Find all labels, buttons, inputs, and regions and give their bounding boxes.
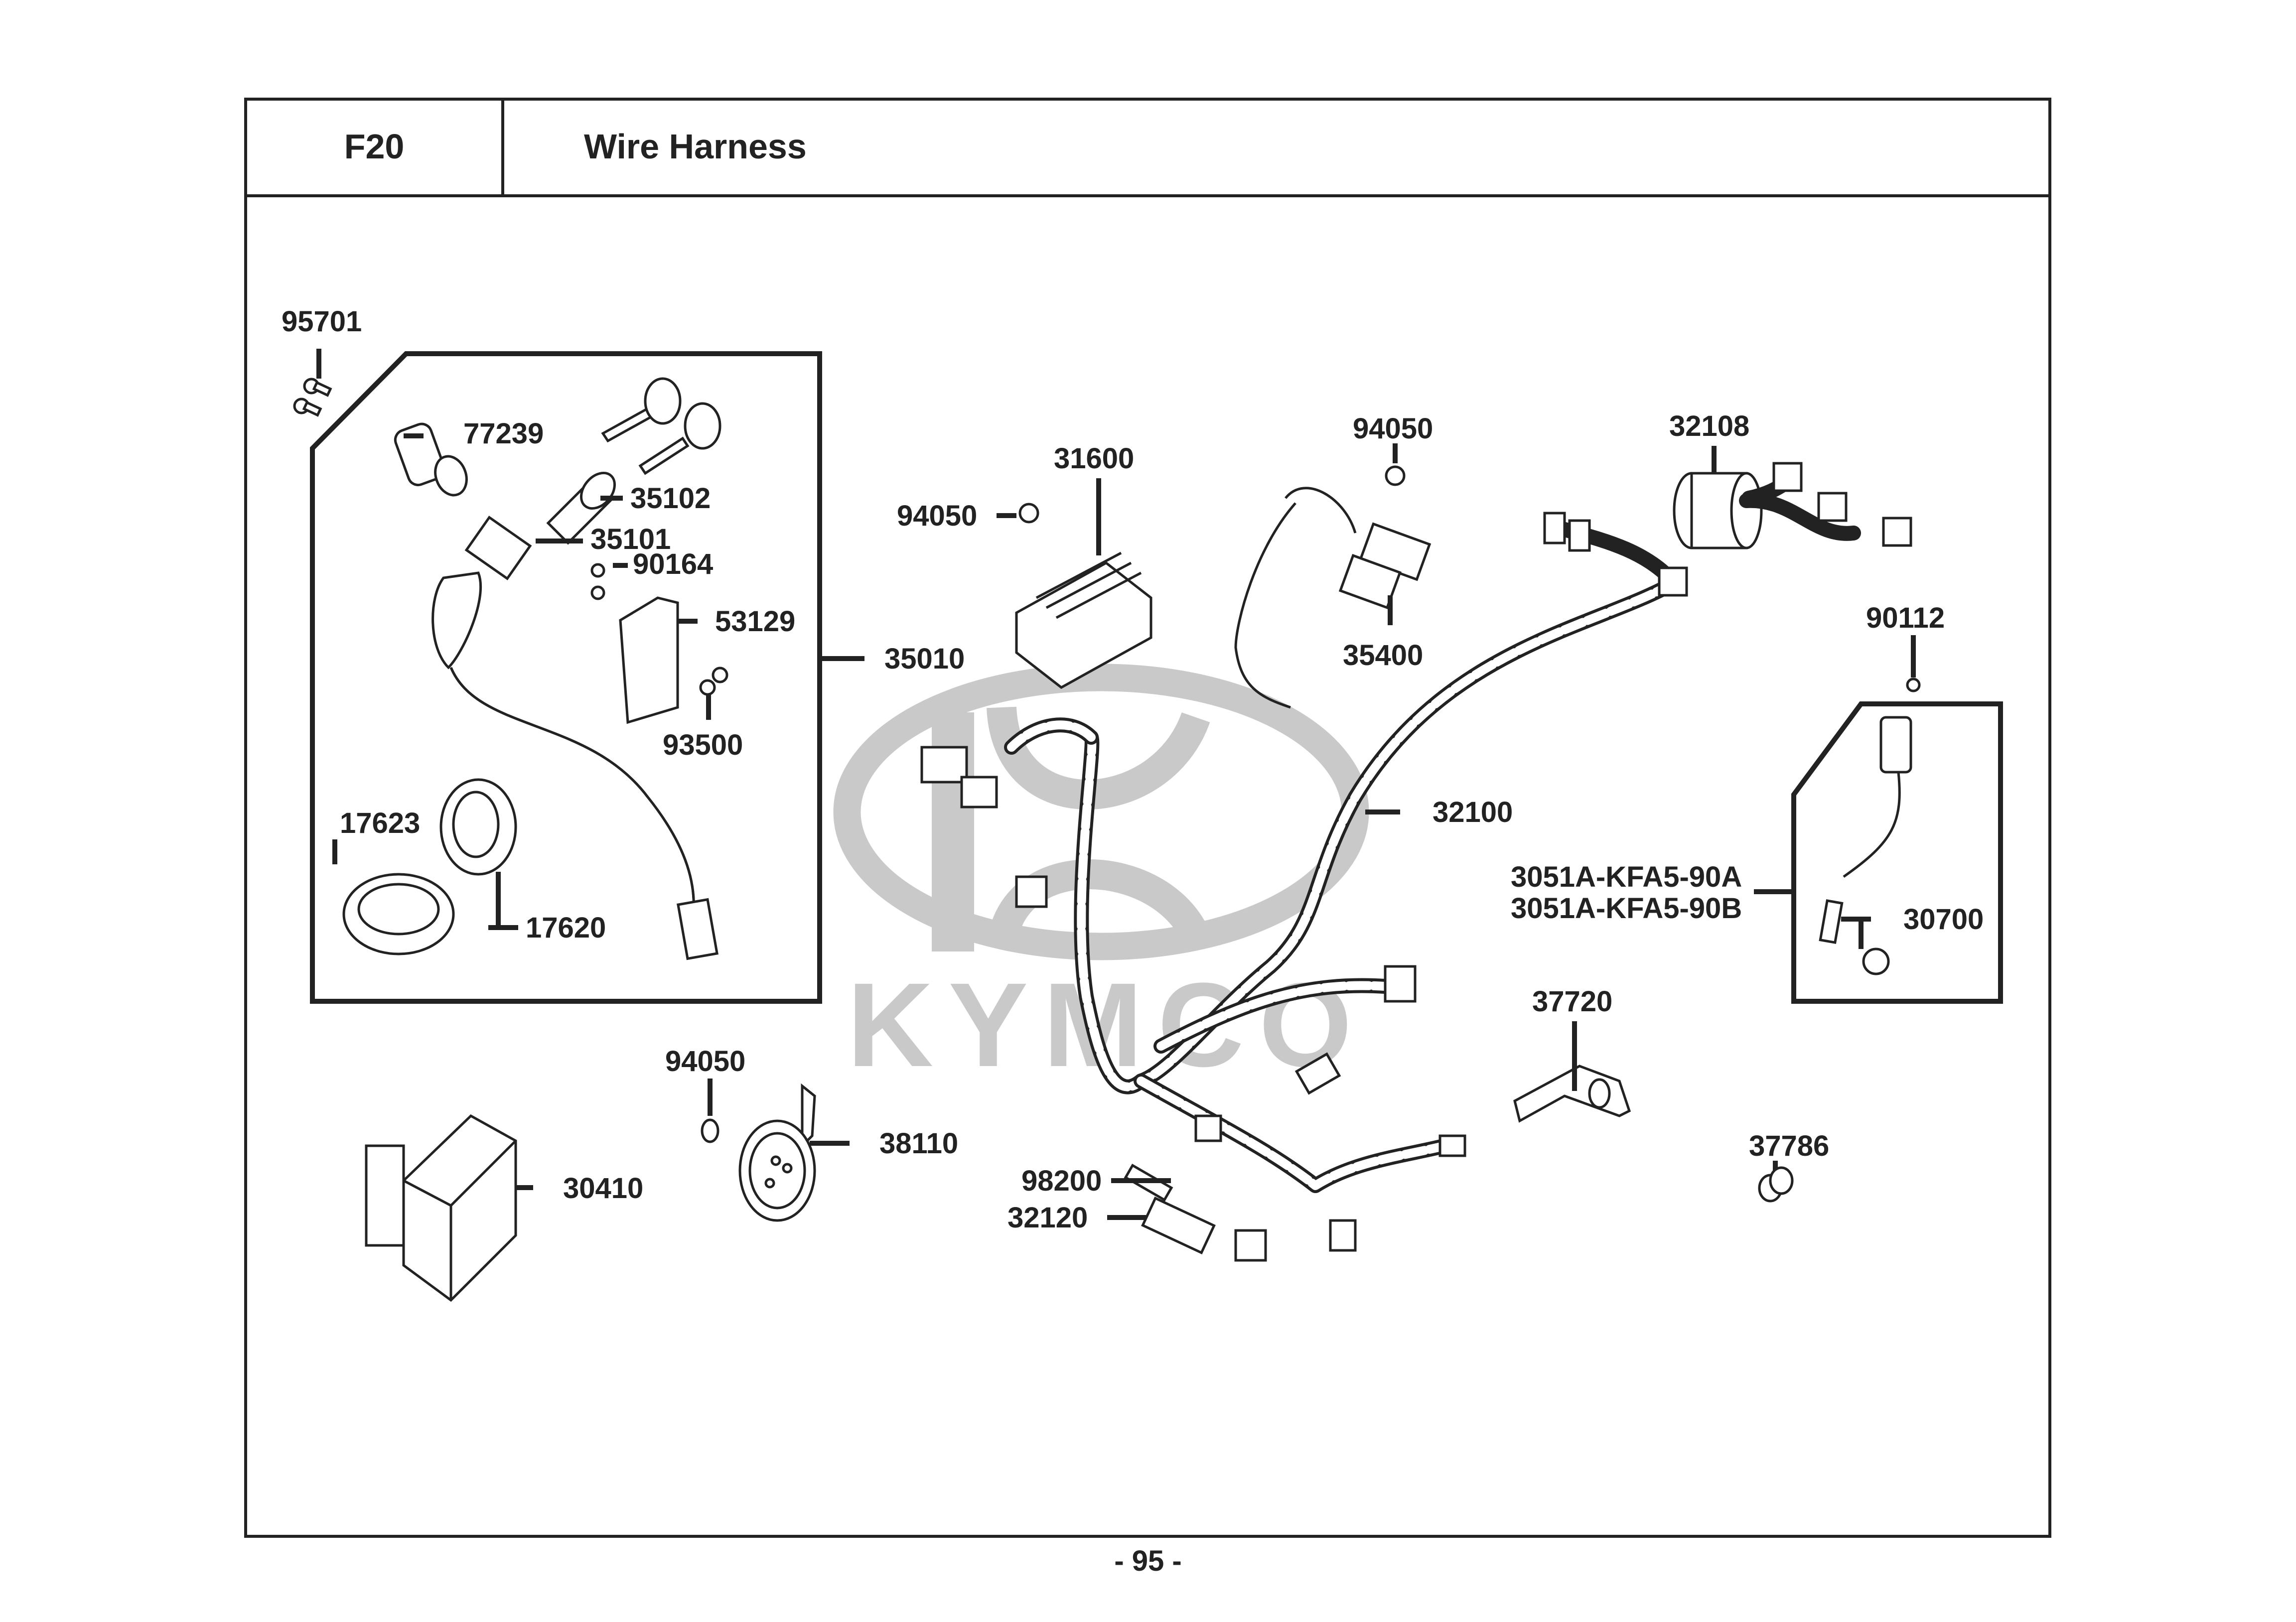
key-set-box [310,351,864,1004]
part-30410 [365,1114,533,1302]
part-keys [601,377,721,475]
label-94050-b: 94050 [1353,412,1433,445]
label-94050-a: 94050 [897,500,977,532]
label-77239: 77239 [463,417,544,450]
part-35400 [1234,443,1432,709]
section-code: F20 [344,127,405,166]
label-37786: 37786 [1749,1130,1829,1162]
label-94050-c: 94050 [665,1045,745,1078]
part-32100-harness [920,575,1682,1262]
label-53129: 53129 [715,605,795,638]
watermark-ellipse [833,664,1369,960]
label-35400: 35400 [1343,639,1423,672]
callout-labels: 95701 77239 35102 35101 90164 53129 9350… [282,305,1984,1234]
label-93500: 93500 [663,729,743,761]
section-code-cell [244,98,504,195]
label-17623: 17623 [340,807,420,839]
ignition-coil-box [1754,635,2003,1004]
label-98200: 98200 [1021,1165,1102,1197]
label-3051A-KFA5-90B: 3051A-KFA5-90B [1511,892,1742,925]
header-frame [244,98,2051,195]
label-95701: 95701 [282,305,362,338]
part-53129 [619,596,698,724]
label-30700: 30700 [1903,903,1984,936]
part-fuse [1107,1163,1216,1254]
label-35102: 35102 [630,482,711,515]
part-95701 [293,349,332,417]
kymco-watermark: KYMCO [833,664,1369,1091]
label-35010: 35010 [884,643,965,675]
part-37720 [1513,1021,1631,1123]
part-93500 [699,667,728,720]
key-set-outline [310,351,822,1004]
part-fuel-cap [332,778,518,955]
label-3051A-KFA5-90A: 3051A-KFA5-90A [1511,861,1742,893]
part-37786 [1758,1161,1794,1203]
part-38110 [738,1083,850,1222]
label-17620: 17620 [526,912,606,944]
page-number: - 95 - [1114,1545,1182,1577]
label-30410: 30410 [563,1172,643,1205]
label-90164: 90164 [633,548,713,580]
label-90112: 90112 [1866,602,1945,634]
label-31600: 31600 [1054,442,1134,475]
label-32120: 32120 [1007,1202,1088,1234]
part-ignition-switch [431,471,718,960]
part-77239 [394,422,468,497]
part-94050-lower [701,1079,719,1143]
label-32108: 32108 [1669,410,1749,442]
part-31600 [997,478,1152,689]
label-32100: 32100 [1433,796,1513,828]
part-32108 [1543,446,1912,597]
label-38110: 38110 [879,1127,958,1160]
diagram-frame [244,194,2051,1538]
page-title: Wire Harness [584,127,807,166]
label-37720: 37720 [1532,985,1612,1018]
label-35101: 35101 [590,523,671,555]
part-90164 [590,563,628,600]
